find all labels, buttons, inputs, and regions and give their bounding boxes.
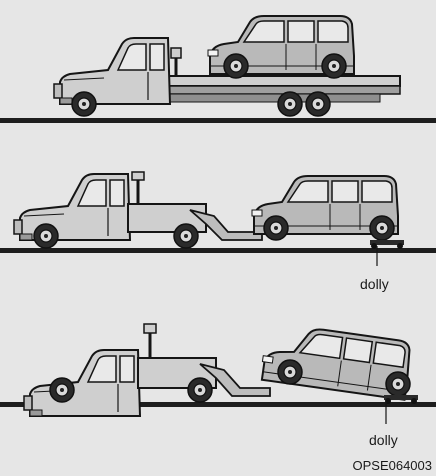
flatbed-deck [168,76,400,86]
scene-wheel-lift-front: dolly [0,172,436,292]
truck-wheel [188,378,212,402]
tow-truck-cab-3 [24,350,140,416]
car-wheel [224,54,248,78]
ground-1 [0,118,436,123]
car-wheel [386,372,410,396]
dolly-label: dolly [369,432,398,448]
tow-truck-cab-1 [54,38,170,104]
dolly-label: dolly [360,276,389,292]
ground-2 [0,248,436,253]
dolly [370,240,404,249]
tow-truck-cab-2 [14,174,130,240]
figure-code: OPSE064003 [352,458,432,473]
car-wheel [264,216,288,240]
scene-flatbed [0,16,436,123]
truck-wheel [306,92,330,116]
scene-wheel-lift-rear: dolly [0,322,436,448]
truck-wheel [72,92,96,116]
truck-wheel [174,224,198,248]
car-wheel [322,54,346,78]
truck-wheel [278,92,302,116]
car-wheel [278,360,302,384]
truck-wheel [34,224,58,248]
car-wheel [370,216,394,240]
truck-wheel [50,378,74,402]
